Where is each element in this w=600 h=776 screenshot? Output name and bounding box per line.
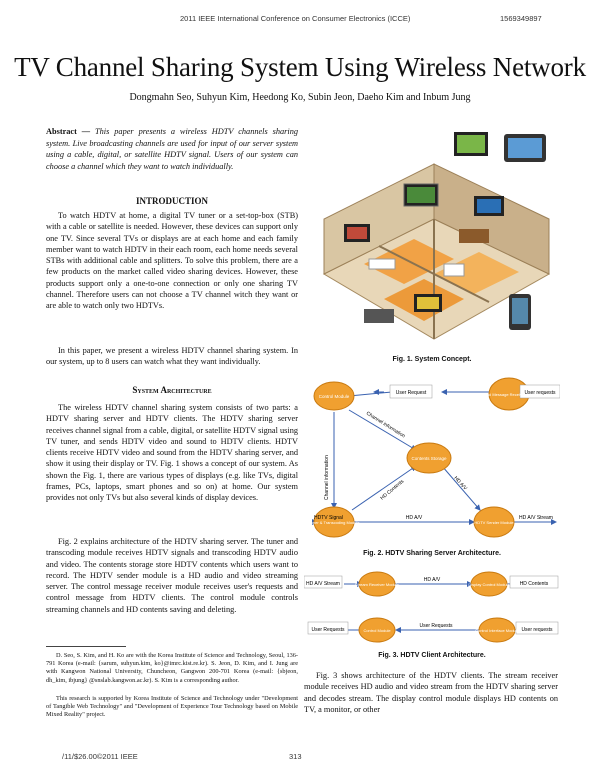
fig2-caption: Fig. 2. HDTV Sharing Server Architecture… — [363, 550, 501, 557]
footnote-funding: This research is supported by Korea Inst… — [46, 695, 298, 719]
hdtv-sender-node — [473, 506, 515, 538]
fig1-caption: Fig. 1. System Concept. — [392, 356, 472, 363]
client-control-node — [358, 617, 396, 643]
user-request-label: User Request — [396, 390, 427, 396]
intro-heading: INTRODUCTION — [135, 196, 208, 206]
user-requests-left-label: User Requests — [311, 627, 345, 633]
hd-contents-label: HD Contents — [520, 581, 549, 587]
footnote-affiliations: D. Seo, S. Kim, and H. Ko are with the K… — [46, 652, 298, 684]
server-architecture-diagram: Control Module Control Message Receiver … — [308, 377, 560, 538]
arch-paragraph-1: The wireless HDTV channel sharing system… — [46, 403, 298, 503]
copyright-footer: /11/$26.00©2011 IEEE — [62, 752, 138, 761]
tuner-transcoding-label: Tuner & Transcoding Module — [308, 520, 360, 525]
control-module-label: Control Module — [319, 394, 350, 399]
control-message-receiver-label: Control Message Receiver Module — [478, 392, 540, 397]
paper-id: 1569349897 — [500, 14, 542, 23]
hd-av-label: HD A/V — [406, 515, 423, 521]
channel-information-vertical-label: Channel information — [324, 455, 330, 500]
hd-av-label: HD A/V — [424, 577, 441, 583]
fig3-caption: Fig. 3. HDTV Client Architecture. — [378, 652, 486, 659]
abstract-label: Abstract — — [46, 127, 91, 136]
hd-av-stream-label: HD A/V Stream — [306, 581, 340, 587]
paper-title: TV Channel Sharing System Using Wireless… — [14, 52, 586, 82]
arch-paragraph-2: Fig. 2 explains architecture of the HDTV… — [46, 537, 298, 614]
control-interface-label: Control Interface Module — [475, 628, 520, 633]
arch-heading: System Architecture — [132, 385, 212, 395]
hd-av-stream-label: HD A/V Stream — [519, 515, 553, 521]
abstract: Abstract — This paper presents a wireles… — [46, 126, 298, 172]
hdtv-signal-label: HDTV Signal — [314, 515, 343, 521]
client-architecture-diagram: Stream Receiver Module Display Control M… — [304, 571, 559, 643]
stream-receiver-node — [358, 571, 396, 597]
hd-av-label-diagonal: HD A/V — [453, 475, 469, 492]
user-requests-middle-label: User Requests — [419, 623, 453, 629]
user-requests-right-label: User requests — [521, 627, 553, 633]
client-control-label: Control Module — [363, 628, 391, 633]
display-control-node — [470, 571, 508, 597]
intro-paragraph-1: To watch HDTV at home, a digital TV tune… — [46, 211, 298, 311]
tuner-transcoding-node — [313, 506, 355, 538]
control-interface-node — [478, 617, 516, 643]
footnote-rule — [46, 646, 126, 647]
system-concept-illustration — [304, 124, 560, 352]
intro-paragraph-2: In this paper, we present a wireless HDT… — [46, 346, 298, 367]
right-paragraph: Fig. 3 shows architecture of the HDTV cl… — [304, 671, 558, 714]
channel-information-label: Channel information — [365, 411, 406, 440]
abstract-text: This paper presents a wireless HDTV chan… — [46, 127, 298, 171]
user-requests-label: User requests — [524, 390, 556, 396]
contents-storage-label: Contents Storage — [411, 456, 447, 461]
stream-receiver-label: Stream Receiver Module — [355, 582, 400, 587]
conference-header: 2011 IEEE International Conference on Co… — [180, 14, 411, 23]
hdtv-sender-label: HDTV Sender Module — [474, 520, 514, 525]
control-module-node — [313, 381, 355, 411]
page-number: 313 — [289, 752, 302, 761]
display-control-label: Display Control Module — [468, 582, 510, 587]
contents-storage-node — [406, 442, 452, 474]
author-list: Dongmahn Seo, Suhyun Kim, Heedong Ko, Su… — [129, 92, 471, 103]
